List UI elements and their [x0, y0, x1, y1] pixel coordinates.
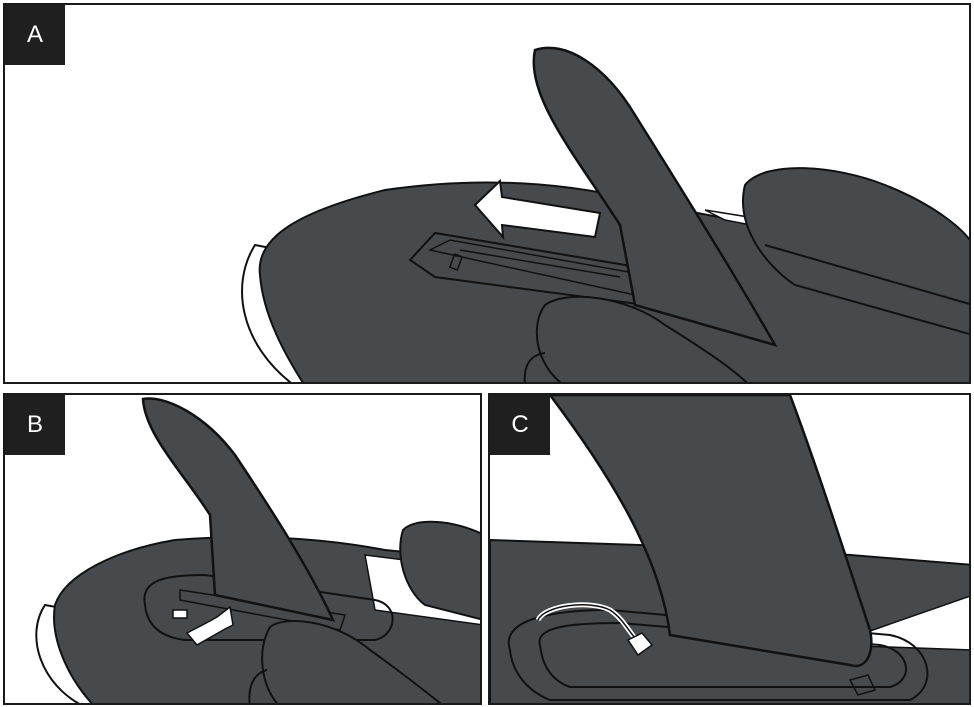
panel-c: C: [488, 393, 971, 705]
insert-arrow: [473, 178, 602, 240]
panel-label-b: B: [5, 395, 65, 455]
side-fin-front: [261, 620, 442, 703]
side-fin-right: [742, 167, 969, 335]
fin-box: [507, 608, 929, 701]
center-fin: [548, 395, 873, 668]
panel-a: A: [3, 3, 971, 384]
fin-box: [143, 573, 394, 641]
panel-label-c: C: [490, 395, 550, 455]
panel-b: B: [3, 393, 482, 705]
side-fin-right: [399, 520, 480, 621]
side-fin-front: [535, 295, 748, 382]
panel-a-illustration: [241, 46, 969, 382]
insert-arrow: [185, 605, 234, 646]
panel-label-a: A: [5, 5, 65, 65]
center-fin: [532, 46, 778, 348]
panel-b-illustration: [35, 397, 480, 703]
center-fin: [141, 397, 336, 622]
panel-c-illustration: [490, 395, 969, 703]
